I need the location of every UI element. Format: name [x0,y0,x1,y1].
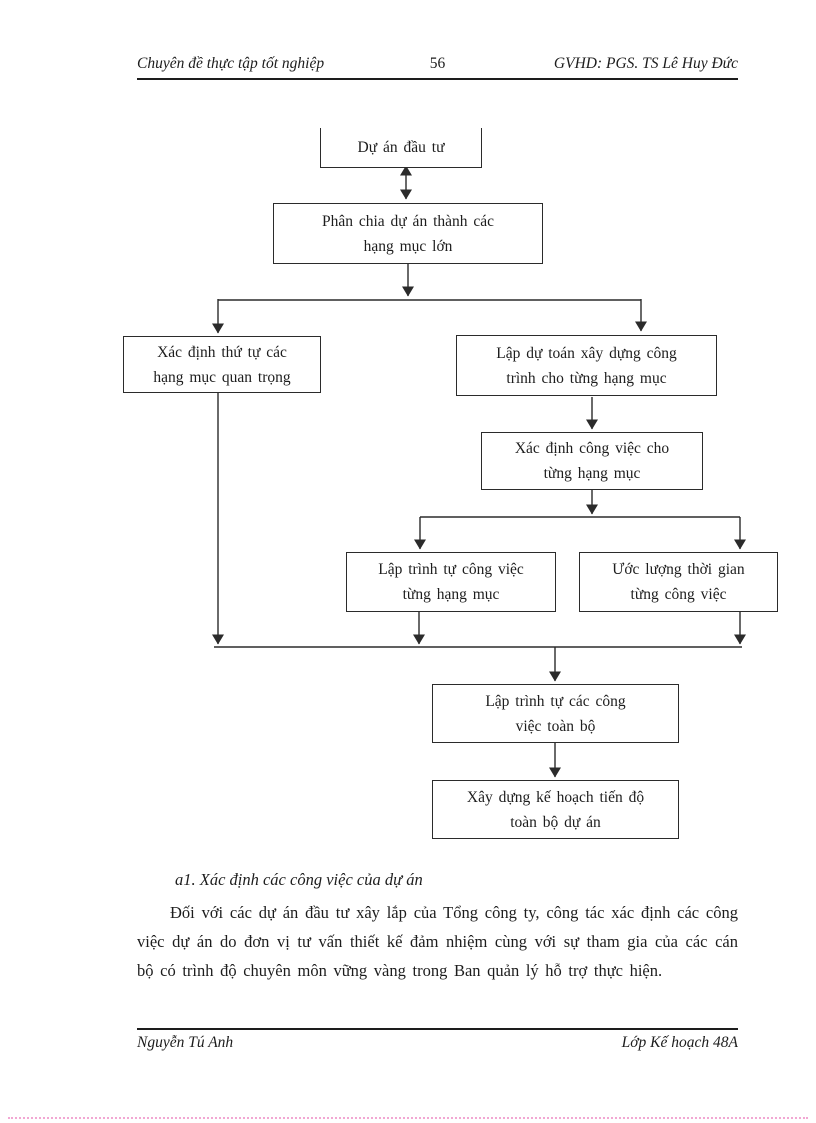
flow-box-label: việc toàn bộ [515,717,596,735]
page-break-indicator [8,1117,808,1119]
flowchart: Dự án đầu tư Phân chia dự án thành các h… [123,128,778,839]
page-footer: Nguyễn Tú Anh Lớp Kế hoạch 48A [137,1028,738,1052]
flow-box-lap-trinh-tu-toan-bo: Lập trình tự các công việc toàn bộ [432,684,679,743]
header-supervisor: GVHD: PGS. TS Lê Huy Đức [553,55,738,72]
flow-box-xac-dinh-cong-viec: Xác định công việc cho từng hạng mục [481,432,703,490]
flow-box-label: hạng mục lớn [363,237,453,255]
flow-box-xac-dinh-thu-tu: Xác định thứ tự các hạng mục quan trọng [123,336,321,393]
flow-box-label: từng công việc [630,586,727,603]
flow-box-label: Lập trình tự các công [485,692,626,710]
footer-author: Nguyễn Tú Anh [137,1034,234,1051]
header-title: Chuyên đề thực tập tốt nghiệp [137,55,325,72]
flow-box-label: từng hạng mục [402,586,500,603]
body-paragraph: Đối với các dự án đầu tư xây lắp của Tổn… [137,903,738,980]
flow-box-label: hạng mục quan trọng [153,368,291,386]
footer-class: Lớp Kế hoạch 48A [621,1034,738,1051]
flow-box-label: Xác định thứ tự các [157,343,287,361]
flow-box-label: Ước lượng thời gian [612,561,745,578]
flow-box-label: Phân chia dự án thành các [321,212,495,230]
flowchart-connectors [212,165,746,778]
flow-box-xay-dung-ke-hoach: Xây dựng kế hoạch tiến độ toàn bộ dự án [432,780,679,839]
flow-box-lap-du-toan: Lập dự toán xây dựng công trình cho từng… [456,335,717,396]
flow-box-label: Dự án đầu tư [357,139,445,156]
flow-box-label: Lập trình tự công việc [378,561,524,578]
flow-box-label: trình cho từng hạng mục [506,369,667,387]
flow-box-du-an-dau-tu: Dự án đầu tư [320,128,482,168]
flow-box-label: từng hạng mục [543,465,641,482]
flow-box-phan-chia: Phân chia dự án thành các hạng mục lớn [273,203,543,264]
flow-box-uoc-luong: Ước lượng thời gian từng công việc [579,552,778,612]
flow-box-label: Xác định công việc cho [514,440,670,457]
flow-box-lap-trinh-tu-hang-muc: Lập trình tự công việc từng hạng mục [346,552,556,612]
flow-box-label: Xây dựng kế hoạch tiến độ [466,788,645,806]
header-page-number: 56 [429,55,446,72]
flow-box-label: Lập dự toán xây dựng công [496,344,677,362]
section-heading: a1. Xác định các công việc của dự án [175,870,423,889]
body-text: a1. Xác định các công việc của dự án Đối… [137,866,738,985]
page-header: Chuyên đề thực tập tốt nghiệp 56 GVHD: P… [137,55,738,80]
flow-box-label: toàn bộ dự án [510,813,601,831]
